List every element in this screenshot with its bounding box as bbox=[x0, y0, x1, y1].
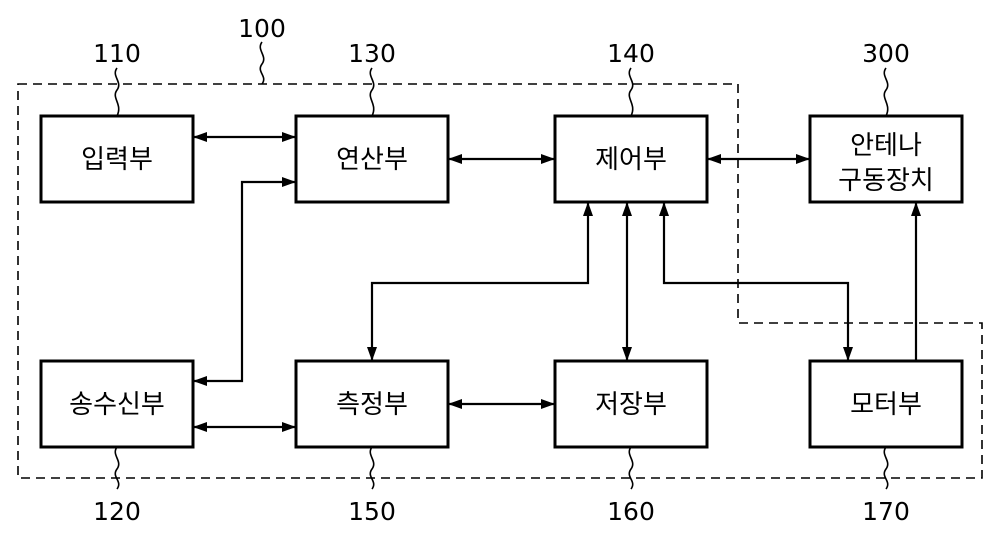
ref-140: 140 bbox=[607, 39, 655, 68]
arrow-control-motor bbox=[664, 203, 848, 360]
ref-120: 120 bbox=[93, 497, 141, 526]
leader-170 bbox=[884, 447, 887, 489]
block-compute: 연산부 bbox=[296, 116, 448, 202]
leader-160 bbox=[629, 447, 632, 489]
block-input-label: 입력부 bbox=[81, 145, 153, 175]
arrow-transceiver-compute bbox=[194, 182, 295, 381]
block-control-label: 제어부 bbox=[595, 145, 667, 175]
leader-150 bbox=[370, 447, 373, 489]
leader-120 bbox=[115, 447, 118, 489]
ref-160: 160 bbox=[607, 497, 655, 526]
block-input: 입력부 bbox=[41, 116, 193, 202]
ref-300: 300 bbox=[862, 39, 910, 68]
arrow-control-measure bbox=[372, 203, 588, 360]
ref-150: 150 bbox=[348, 497, 396, 526]
leader-100 bbox=[260, 42, 263, 84]
block-antenna: 안테나 구동장치 bbox=[810, 116, 962, 202]
block-motor-label: 모터부 bbox=[850, 390, 922, 420]
block-control: 제어부 bbox=[555, 116, 707, 202]
ref-130: 130 bbox=[348, 39, 396, 68]
block-storage-label: 저장부 bbox=[595, 390, 667, 420]
block-antenna-label-line1: 안테나 bbox=[850, 131, 922, 161]
block-motor: 모터부 bbox=[810, 361, 962, 447]
block-storage: 저장부 bbox=[555, 361, 707, 447]
ref-110: 110 bbox=[93, 39, 141, 68]
leader-110 bbox=[115, 68, 118, 116]
block-antenna-label-line2: 구동장치 bbox=[838, 166, 934, 196]
block-transceiver-label: 송수신부 bbox=[69, 390, 165, 420]
leader-130 bbox=[370, 68, 373, 116]
block-compute-label: 연산부 bbox=[336, 145, 408, 175]
block-measure-label: 측정부 bbox=[336, 390, 408, 420]
leader-140 bbox=[629, 68, 632, 116]
ref-100: 100 bbox=[238, 14, 286, 43]
ref-170: 170 bbox=[862, 497, 910, 526]
block-measure: 측정부 bbox=[296, 361, 448, 447]
leader-300 bbox=[884, 68, 887, 116]
block-transceiver: 송수신부 bbox=[41, 361, 193, 447]
